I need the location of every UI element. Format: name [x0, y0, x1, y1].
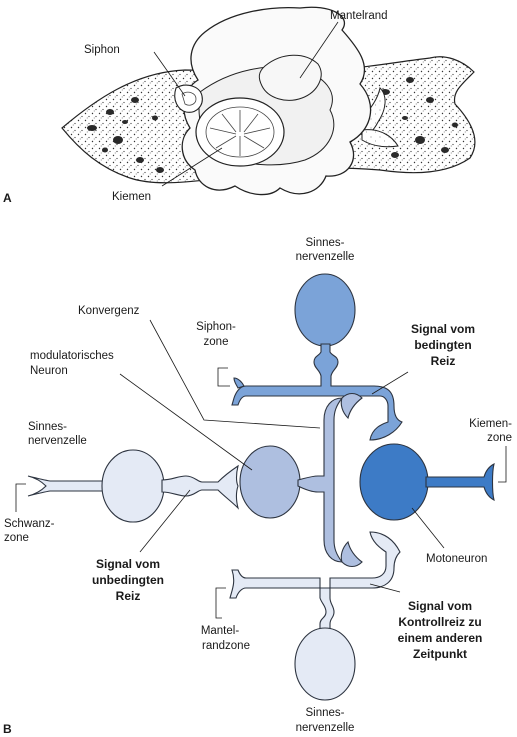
label-us-1: Signal vom: [96, 557, 160, 571]
label-schwanzzone-2: zone: [4, 532, 29, 544]
label-schwanzzone-1: Schwanz-: [4, 518, 55, 530]
bracket-mantelrandzone: [215, 587, 226, 619]
soma-motoneuron: [359, 443, 429, 521]
siphon-inner: [181, 91, 197, 106]
aplysia-illustration: [61, 6, 476, 196]
label-cs-1: Signal vom: [411, 322, 475, 336]
sensory-neuron-mantle: [229, 531, 401, 701]
panel-label-a: A: [3, 191, 12, 205]
label-cs-3: Reiz: [431, 354, 456, 368]
leader-motoneuron: [411, 507, 445, 549]
bracket-siphonzone: [217, 367, 230, 387]
leader-konvergenz: [149, 319, 321, 429]
label-modulatory-2: Neuron: [30, 365, 68, 377]
leader-control: [369, 583, 401, 593]
label-modulatory-1: modulatorisches: [30, 350, 114, 362]
label-kiemen: Kiemen: [112, 191, 151, 203]
motoneuron: [359, 443, 495, 521]
parapodia-flap-lower: [361, 129, 399, 148]
label-kiemenzone-2: zone: [487, 432, 512, 444]
panel-label-b: B: [3, 722, 12, 736]
soma-sensory-bottom: [294, 627, 356, 701]
label-control-2: Kontrollreiz zu: [398, 615, 481, 629]
label-control-1: Signal vom: [408, 599, 472, 613]
label-mantelrand: Mantelrand: [330, 10, 388, 22]
leader-us: [139, 489, 191, 553]
leader-siphon: [153, 51, 186, 97]
label-siphonzone-1: Siphon-: [196, 321, 236, 333]
label-sensory-left-1: Sinnes-: [28, 421, 67, 433]
label-mantelrandzone-2: randzone: [202, 640, 250, 652]
axon-modulatory: [297, 397, 344, 563]
leader-lines-b: [119, 319, 445, 593]
label-konvergenz: Konvergenz: [78, 305, 140, 317]
dendrite-fork-tail: [27, 475, 105, 497]
gill: [195, 97, 285, 167]
label-us-3: Reiz: [116, 589, 141, 603]
modulatory-neuron: [239, 392, 363, 568]
label-us-2: unbedingten: [92, 573, 164, 587]
soma-sensory-top: [294, 273, 356, 347]
label-sensory-top-2: nervenzelle: [296, 251, 355, 263]
axon-sensory-bottom: [229, 531, 401, 631]
label-siphonzone-2: zone: [204, 336, 229, 348]
label-motoneuron: Motoneuron: [426, 553, 487, 565]
bracket-kiemenzone: [498, 446, 507, 483]
siphon: [174, 84, 203, 113]
label-cs-2: bedingten: [414, 338, 471, 352]
label-siphon: Siphon: [84, 44, 120, 56]
leader-kiemen: [161, 147, 223, 187]
axon-sensory-left: [161, 464, 240, 510]
label-sensory-bottom-1: Sinnes-: [306, 707, 345, 719]
body-spots: [87, 75, 458, 173]
label-mantelrandzone-1: Mantel-: [201, 625, 240, 637]
soma-sensory-left: [101, 449, 165, 523]
leader-cs: [371, 371, 409, 395]
label-sensory-left-2: nervenzelle: [28, 435, 87, 447]
label-sensory-bottom-2: nervenzelle: [296, 722, 355, 734]
soma-modulatory: [239, 445, 301, 519]
bracket-schwanzzone: [15, 483, 26, 512]
terminal-modulatory-top: [340, 392, 363, 420]
dendrite-fork-siphon: [233, 377, 245, 389]
zone-brackets: [15, 367, 507, 619]
leader-mantelrand: [299, 21, 339, 79]
axon-motoneuron: [425, 462, 495, 502]
sensory-neuron-tail: [27, 449, 240, 523]
label-control-3: einem anderen: [398, 631, 483, 645]
axon-sensory-top: [231, 343, 403, 441]
circuit-diagram: [15, 273, 507, 701]
label-kiemenzone-1: Kiemen-: [469, 418, 512, 430]
leader-modulatory: [119, 373, 253, 471]
mantle-lobe: [258, 54, 322, 101]
label-control-4: Zeitpunkt: [413, 647, 467, 661]
sensory-neuron-siphon: [231, 273, 403, 441]
terminal-modulatory-bottom: [340, 540, 363, 568]
label-sensory-top-1: Sinnes-: [306, 237, 345, 249]
